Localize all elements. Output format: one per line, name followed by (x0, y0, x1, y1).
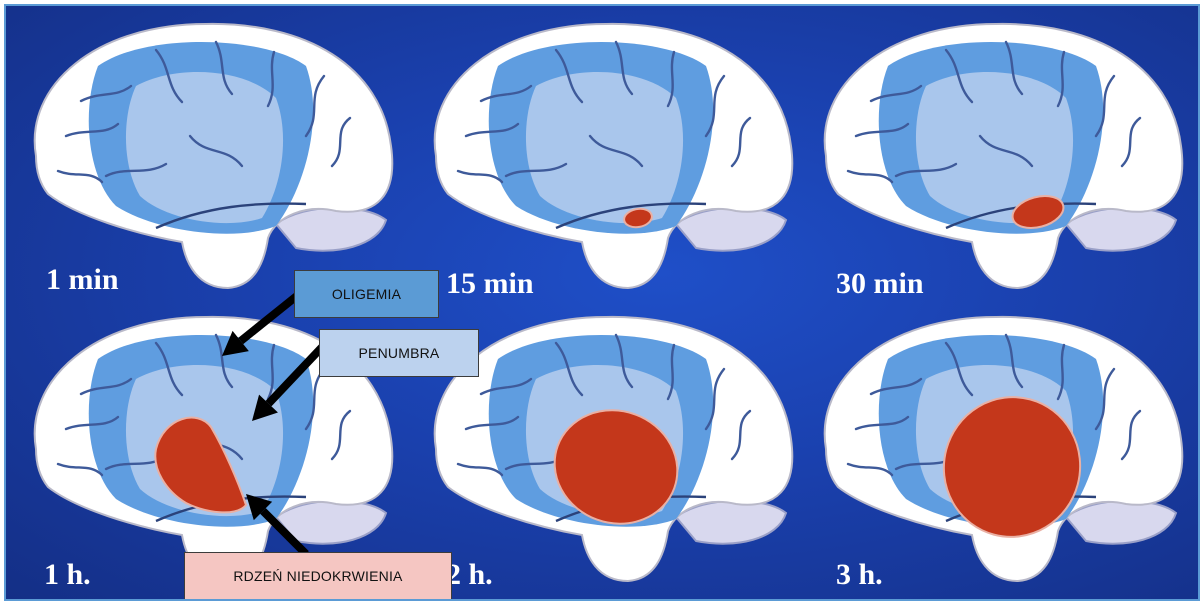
brain-ischemia-diagram: 1 min 15 min 30 min 1 h. 2 h. 3 h. (6, 6, 1200, 601)
brain-panel (35, 24, 393, 288)
brain-panel (825, 24, 1183, 288)
diagram-frame: 1 min 15 min 30 min 1 h. 2 h. 3 h. OLIGEMIA P… (4, 4, 1200, 601)
brain-illustration (35, 24, 393, 288)
brain-panel (825, 317, 1183, 581)
time-label: 30 min (836, 267, 924, 300)
time-label: 1 h. (44, 558, 91, 591)
time-label: 2 h. (446, 558, 493, 591)
brain-illustration (435, 24, 793, 288)
brain-panel (435, 317, 793, 581)
time-label: 1 min (46, 263, 119, 296)
ischemic-core-label: RDZEŃ NIEDOKRWIENIA (184, 552, 452, 600)
penumbra-label: PENUMBRA (319, 329, 479, 377)
time-label: 15 min (446, 267, 534, 300)
oligemia-label: OLIGEMIA (294, 270, 439, 318)
time-label: 3 h. (836, 558, 883, 591)
brain-panel (435, 24, 793, 288)
brain-illustration (825, 24, 1183, 288)
